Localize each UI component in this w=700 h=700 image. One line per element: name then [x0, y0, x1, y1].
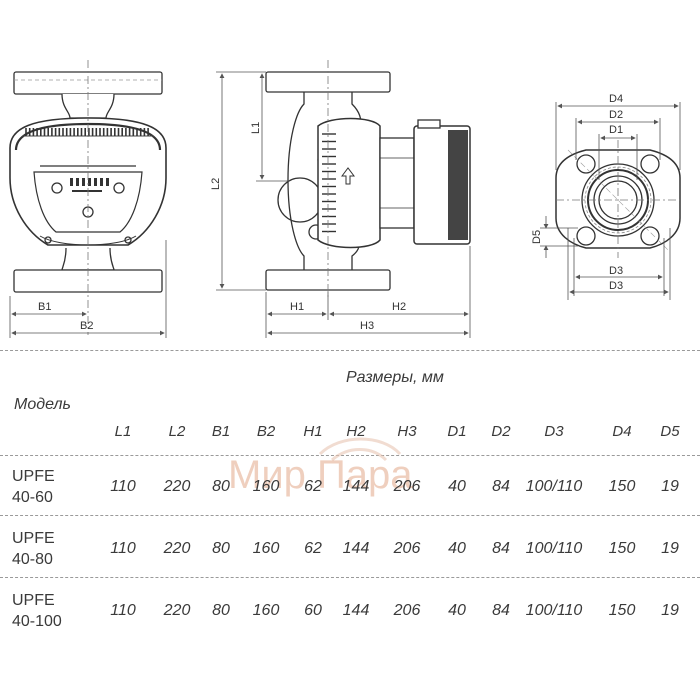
value-cell-h2: 144 — [342, 478, 370, 495]
value-cell-l1: 110 — [110, 540, 136, 557]
value-cell-d1: 40 — [448, 478, 466, 495]
value-cell-d5: 19 — [661, 602, 679, 619]
value-cell-l2: 220 — [163, 540, 191, 557]
value-cell-h1: 62 — [304, 478, 322, 495]
housing-ribs — [322, 133, 336, 233]
table-title: Размеры, мм — [346, 369, 444, 386]
value-cell-h1: 60 — [304, 602, 322, 619]
dim-d3-inner-label: D3 — [609, 265, 623, 277]
column-header-d2: D2 — [491, 423, 511, 440]
value-cell-h3: 206 — [393, 478, 421, 495]
dim-h2-label: H2 — [392, 301, 406, 313]
left-button-icon — [51, 182, 63, 194]
model-header: Модель — [14, 396, 71, 413]
value-cell-b2: 160 — [252, 602, 280, 619]
value-cell-d2: 84 — [492, 540, 510, 557]
model-series: UPFE — [12, 468, 55, 485]
pump-dimension-drawing: B1 B2 — [9, 60, 681, 338]
value-cell-d3: 100/110 — [525, 602, 583, 619]
column-header-l1: L1 — [114, 423, 132, 440]
front-view — [9, 60, 167, 335]
value-cell-d1: 40 — [448, 540, 466, 557]
column-header-l2: L2 — [168, 423, 186, 440]
dim-d3-outer-label: D3 — [609, 280, 623, 292]
value-cell-d4: 150 — [608, 602, 636, 619]
led-indicators — [70, 178, 109, 192]
value-cell-b2: 160 — [252, 540, 280, 557]
column-header-b2: B2 — [256, 423, 276, 440]
model-series: UPFE — [12, 530, 55, 547]
dim-l2-label: L2 — [210, 178, 222, 190]
value-cell-d3: 100/110 — [525, 478, 583, 495]
value-cell-l2: 220 — [163, 478, 191, 495]
model-number: 40-80 — [12, 551, 53, 568]
column-header-d3: D3 — [544, 423, 564, 440]
value-cell-b1: 80 — [212, 602, 230, 619]
value-cell-d5: 19 — [661, 478, 679, 495]
dim-l1-label: L1 — [250, 122, 262, 134]
model-number: 40-100 — [12, 613, 62, 630]
column-header-h1: H1 — [303, 423, 323, 440]
value-cell-b1: 80 — [212, 540, 230, 557]
column-header-h2: H2 — [346, 423, 366, 440]
column-header-h3: H3 — [397, 423, 417, 440]
separator-top — [0, 350, 700, 351]
model-cell: UPFE 40-60 — [12, 466, 102, 508]
value-cell-h3: 206 — [393, 540, 421, 557]
value-cell-l2: 220 — [163, 602, 191, 619]
dim-b2-label: B2 — [80, 320, 93, 332]
column-header-d5: D5 — [660, 423, 680, 440]
model-cell: UPFE 40-80 — [12, 528, 102, 570]
model-cell: UPFE 40-100 — [12, 590, 102, 632]
value-cell-d1: 40 — [448, 602, 466, 619]
value-cell-l1: 110 — [110, 478, 136, 495]
model-series: UPFE — [12, 592, 55, 609]
side-view — [265, 60, 471, 300]
dim-h1-label: H1 — [290, 301, 304, 313]
value-cell-h2: 144 — [342, 540, 370, 557]
value-cell-h1: 62 — [304, 540, 322, 557]
value-cell-h2: 144 — [342, 602, 370, 619]
dim-d2-label: D2 — [609, 109, 623, 121]
right-button-icon — [113, 182, 125, 194]
value-cell-d3: 100/110 — [525, 540, 583, 557]
value-cell-d4: 150 — [608, 540, 636, 557]
column-header-d1: D1 — [447, 423, 467, 440]
column-header-b1: B1 — [211, 423, 231, 440]
separator-row2 — [0, 577, 700, 578]
value-cell-b2: 160 — [252, 478, 280, 495]
value-cell-d5: 19 — [661, 540, 679, 557]
separator-row1 — [0, 515, 700, 516]
value-cell-d2: 84 — [492, 602, 510, 619]
dim-b1-label: B1 — [38, 301, 51, 313]
model-number: 40-60 — [12, 489, 53, 506]
value-cell-d2: 84 — [492, 478, 510, 495]
value-cell-d4: 150 — [608, 478, 636, 495]
flange-view — [555, 140, 681, 258]
value-cell-l1: 110 — [110, 602, 136, 619]
dim-d1-label: D1 — [609, 124, 623, 136]
dim-h3-label: H3 — [360, 320, 374, 332]
dim-d5-label: D5 — [531, 230, 543, 244]
separator-header — [0, 455, 700, 456]
dim-d4-label: D4 — [609, 93, 623, 105]
column-header-d4: D4 — [612, 423, 632, 440]
ventilation-ribs — [25, 128, 149, 136]
value-cell-b1: 80 — [212, 478, 230, 495]
value-cell-h3: 206 — [393, 602, 421, 619]
